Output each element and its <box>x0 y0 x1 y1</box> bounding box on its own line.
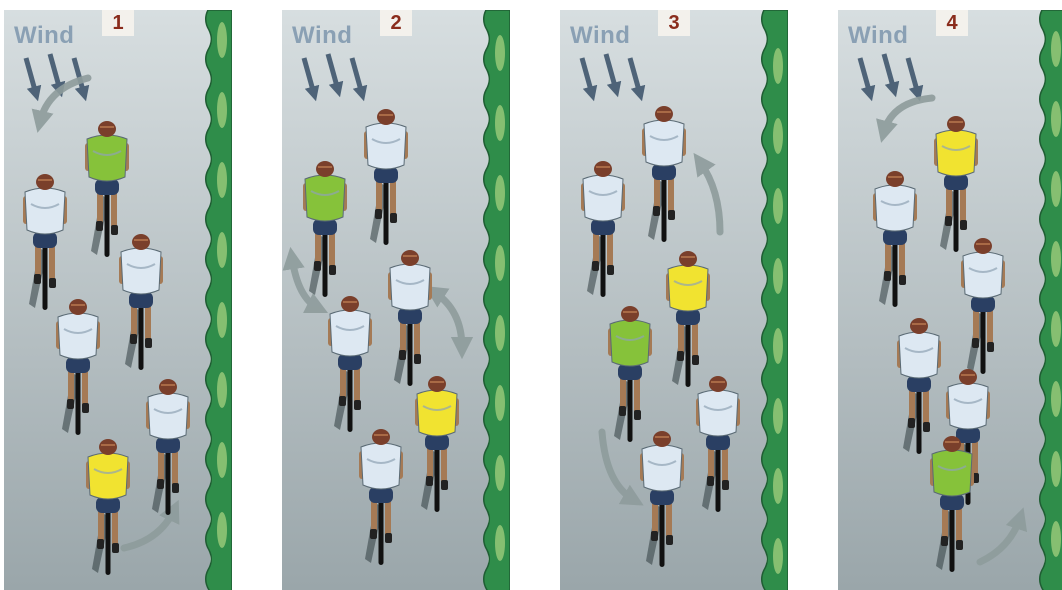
grass-patch <box>217 372 227 408</box>
grass-patch <box>217 162 227 198</box>
grass-patch <box>217 232 227 268</box>
grass-patch <box>495 315 505 351</box>
panel-number: 3 <box>658 10 690 36</box>
wind-label: Wind <box>848 22 908 50</box>
grass-patch <box>1051 171 1061 207</box>
grass-patch <box>1051 451 1061 487</box>
grass-patch <box>217 442 227 478</box>
panel-2: Wind 2 <box>282 10 510 590</box>
grass-patch <box>1051 381 1061 417</box>
wind-label: Wind <box>14 22 74 50</box>
panel-2-scene <box>282 10 510 590</box>
panel-3: Wind 3 <box>560 10 788 590</box>
grass-patch <box>495 35 505 71</box>
grass-patch <box>1051 311 1061 347</box>
panel-4: Wind 4 <box>838 10 1062 590</box>
grass-patch <box>773 398 783 434</box>
grass-patch <box>495 385 505 421</box>
grass-patch <box>217 92 227 128</box>
grass-patch <box>773 538 783 574</box>
grass-patch <box>773 328 783 364</box>
wind-label: Wind <box>570 22 630 50</box>
grass-patch <box>1051 521 1061 557</box>
wind-label: Wind <box>292 22 352 50</box>
grass-patch <box>217 22 227 58</box>
grass-patch <box>1051 101 1061 137</box>
grass-patch <box>1051 241 1061 277</box>
grass-patch <box>217 302 227 338</box>
grass-patch <box>773 188 783 224</box>
grass-patch <box>495 105 505 141</box>
panel-number: 1 <box>102 10 134 36</box>
panel-1-scene <box>4 10 232 590</box>
panel-number: 4 <box>936 10 968 36</box>
grass-verge <box>1040 10 1062 590</box>
grass-patch <box>495 525 505 561</box>
grass-patch <box>495 245 505 281</box>
grass-patch <box>495 175 505 211</box>
grass-verge <box>762 10 788 590</box>
grass-patch <box>773 258 783 294</box>
grass-verge <box>484 10 510 590</box>
panel-number: 2 <box>380 10 412 36</box>
grass-patch <box>773 48 783 84</box>
grass-patch <box>1051 31 1061 67</box>
grass-patch <box>773 118 783 154</box>
panel-3-scene <box>560 10 788 590</box>
grass-patch <box>495 455 505 491</box>
panel-4-scene <box>838 10 1062 590</box>
grass-patch <box>217 512 227 548</box>
panel-1: Wind 1 <box>4 10 232 590</box>
grass-patch <box>773 468 783 504</box>
